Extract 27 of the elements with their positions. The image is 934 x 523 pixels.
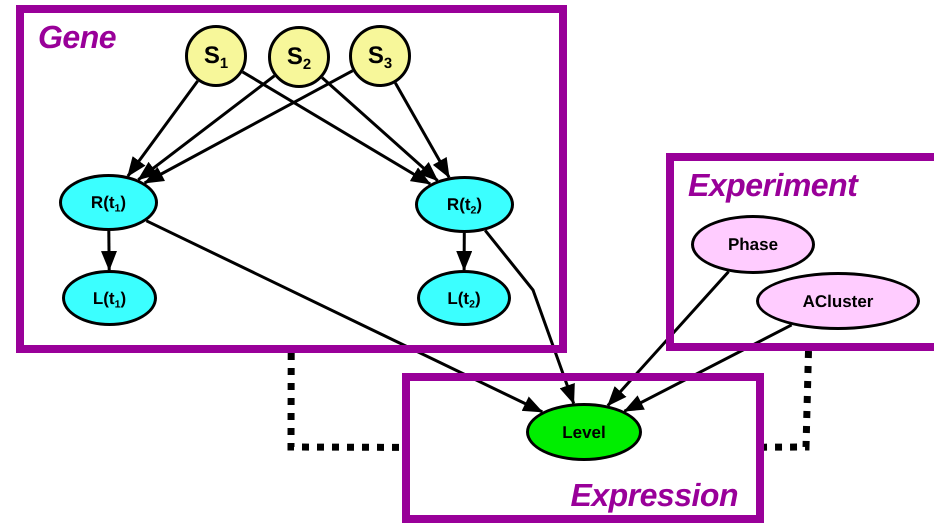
- node-label: Phase: [728, 236, 778, 253]
- node-label: L(t$_{2}$): [447, 290, 481, 306]
- group-box: [402, 373, 764, 523]
- group-title: Expression: [570, 479, 738, 511]
- node-label: R(t$_{1}$): [90, 194, 126, 211]
- arrow: [137, 74, 276, 181]
- arrow: [624, 324, 792, 413]
- variable-node: [268, 26, 330, 88]
- group-title: Gene: [38, 21, 116, 53]
- group-title: Experiment: [688, 169, 858, 201]
- arrow: [146, 219, 544, 414]
- dotted-connector: [764, 350, 812, 451]
- node-label: S$_{3}$: [368, 44, 392, 68]
- arrow: [101, 230, 117, 271]
- node-label: Level: [562, 424, 606, 440]
- node-label: S$_{2}$: [286, 45, 312, 69]
- group-box: [666, 153, 934, 351]
- arrow: [394, 82, 450, 178]
- arrow: [242, 70, 432, 186]
- node-label: S$_{1}$: [204, 44, 228, 68]
- arrow: [456, 232, 472, 271]
- node-label: ACluster: [802, 292, 874, 310]
- node-label: R(t$_{2}$): [446, 196, 482, 213]
- arrow: [144, 69, 354, 184]
- node-label: L(t$_{1}$): [92, 290, 126, 306]
- arrow: [321, 76, 439, 182]
- group-box: [16, 5, 567, 353]
